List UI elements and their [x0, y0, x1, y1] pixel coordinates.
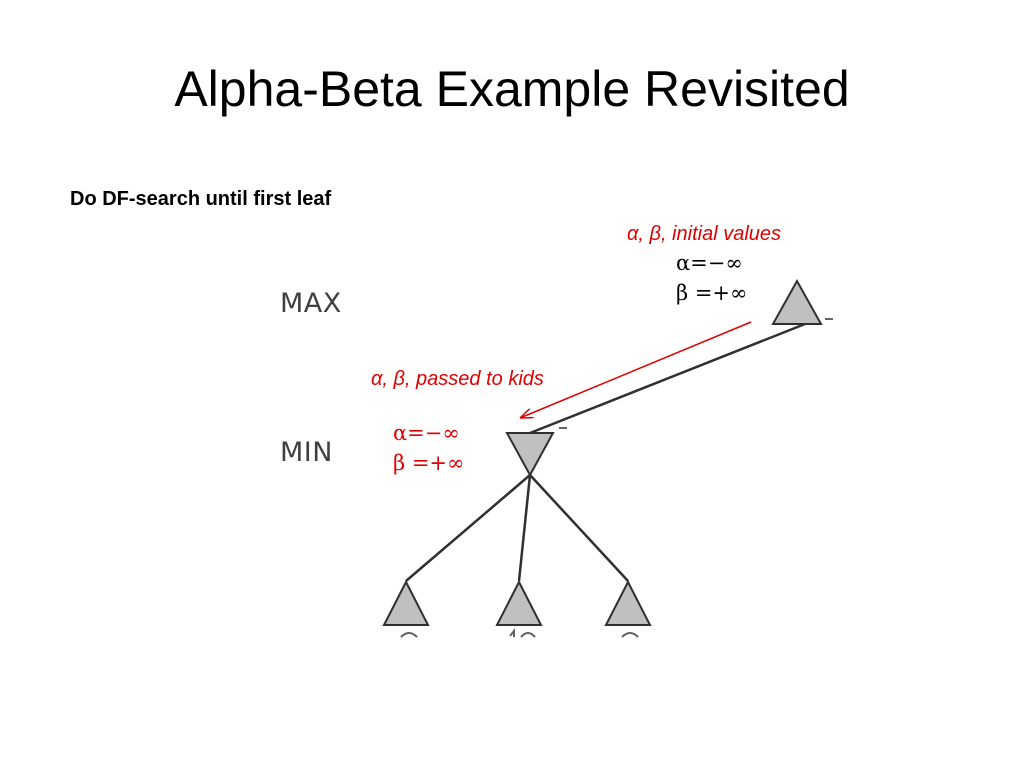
min-node [505, 432, 555, 478]
initial-values-annotation: α, β, initial values [627, 223, 782, 245]
max-root-node [771, 278, 823, 325]
root-beta-value: β =+∞ [676, 281, 748, 305]
pass-down-arrow [520, 321, 752, 418]
slide-subtitle: Do DF-search until first leaf [70, 188, 332, 210]
edge-min-to-leaf-3 [529, 474, 629, 582]
leaf-node-1 [382, 579, 430, 626]
root-alpha-beta-values: α=−∞ β =+∞ [676, 248, 748, 308]
min-beta-value: β =+∞ [393, 451, 465, 475]
min-alpha-beta-values: α=−∞ β =+∞ [393, 418, 465, 478]
root-alpha-value: α=−∞ [676, 251, 743, 275]
slide-title: Alpha-Beta Example Revisited [174, 61, 850, 117]
edge-min-to-leaf-2 [517, 474, 532, 582]
edge-min-to-leaf-1 [405, 474, 531, 582]
min-alpha-value: α=−∞ [393, 421, 460, 445]
leaf-node-2 [495, 579, 543, 626]
clipped-leaf-labels [400, 628, 639, 638]
edge-root-to-min [529, 322, 806, 435]
passed-to-kids-annotation: α, β, passed to kids [371, 368, 544, 390]
max-level-label: MAX [280, 288, 342, 319]
min-level-label: MIN [280, 437, 333, 468]
leaf-node-3 [604, 579, 652, 626]
